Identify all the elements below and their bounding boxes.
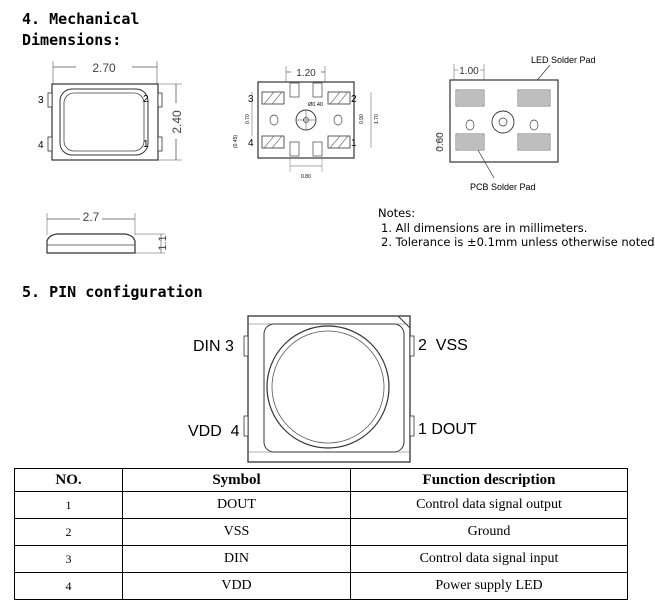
table-row: 3 DIN Control data signal input: [14, 545, 628, 573]
footprint-drawing: 1.20 Ø0.40 3 2 4 1 0.70 0.90 1.70 (0.45)…: [233, 65, 380, 180]
side-view-drawing: 2.7 1.1: [46, 209, 169, 254]
footprint-pin3: 3: [248, 94, 254, 105]
pin-label-vss: 2 VSS: [418, 337, 468, 354]
footprint-pin2: 2: [351, 94, 357, 105]
side-view-width-dim: 2.7: [83, 210, 100, 224]
cell-no: 3: [14, 545, 123, 573]
section-4-title-line1: 4. Mechanical: [22, 10, 140, 28]
led-solder-pad-label: LED Solder Pad: [531, 55, 596, 65]
cell-no: 2: [14, 518, 123, 546]
top-view-pin1: 1: [143, 139, 149, 150]
top-view-height-dim: 2.40: [170, 110, 184, 134]
notes: Notes: 1. All dimensions are in millimet…: [378, 206, 655, 250]
cell-symbol: VDD: [122, 572, 351, 600]
solder-pad-pitch-dim: 1.00: [459, 66, 479, 77]
cell-no: 4: [14, 572, 123, 600]
note-item: 2. Tolerance is ±0.1mm unless otherwise …: [381, 235, 655, 249]
cell-desc: Power supply LED: [350, 572, 628, 600]
footprint-pin4: 4: [248, 138, 254, 149]
top-view-drawing: 2.70 3 2 4 1 2.40: [38, 59, 185, 161]
pin-function-table: NO. Symbol Function description 1 DOUT C…: [14, 468, 628, 600]
footprint-dim-090: 0.90: [359, 114, 365, 124]
footprint-pin1: 1: [351, 138, 357, 149]
cell-desc: Ground: [350, 518, 628, 546]
top-view-pin3: 3: [38, 95, 44, 106]
table-row: 1 DOUT Control data signal output: [14, 491, 628, 519]
footprint-dim-070: 0.70: [245, 114, 251, 124]
top-view-pin2: 2: [143, 94, 149, 105]
cell-symbol: DIN: [122, 545, 351, 573]
cell-desc: Control data signal input: [350, 545, 628, 573]
side-view-height-dim: 1.1: [157, 235, 169, 250]
section-5-title: 5. PIN configuration: [22, 283, 203, 301]
top-view-pin4: 4: [38, 140, 44, 151]
solder-pad-height-dim: 0.60: [435, 132, 446, 152]
header-symbol: Symbol: [122, 468, 351, 492]
footprint-dim-170: 1.70: [374, 114, 380, 124]
pin-config-diagram: [243, 315, 415, 463]
top-view-width-dim: 2.70: [92, 61, 116, 75]
footprint-hole-dim: Ø0.40: [308, 102, 323, 108]
notes-title: Notes:: [378, 206, 416, 220]
footprint-dim-045: (0.45): [233, 135, 239, 148]
cell-symbol: DOUT: [122, 491, 351, 519]
cell-desc: Control data signal output: [350, 491, 628, 519]
section-4-title-line2: Dimensions:: [22, 31, 122, 49]
table-header-row: NO. Symbol Function description: [14, 468, 628, 492]
header-no: NO.: [14, 468, 123, 492]
footprint-pitch-dim: 1.20: [296, 68, 316, 79]
pin-label-din: DIN 3: [193, 338, 234, 355]
note-item: 1. All dimensions are in millimeters.: [381, 220, 588, 235]
header-function: Function description: [350, 468, 628, 492]
cell-no: 1: [14, 491, 123, 519]
pin-label-vdd: VDD 4: [188, 423, 240, 440]
footprint-dim-080: 0.80: [301, 174, 311, 180]
solder-pad-drawing: LED Solder Pad 1.00 0.60 PCB Solder Pad: [435, 55, 596, 192]
table-row: 4 VDD Power supply LED: [14, 572, 628, 600]
pin-label-dout: 1 DOUT: [418, 421, 477, 438]
table-row: 2 VSS Ground: [14, 518, 628, 546]
pcb-solder-pad-label: PCB Solder Pad: [470, 182, 536, 192]
cell-symbol: VSS: [122, 518, 351, 546]
